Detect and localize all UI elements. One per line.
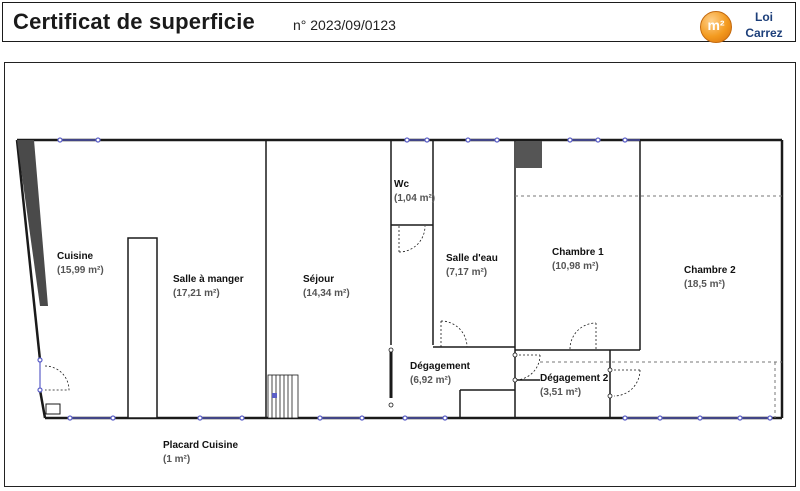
room-salle-a-manger: Salle à manger (17,21 m²) [173, 273, 244, 301]
certificate-header: Certificat de superficie n° 2023/09/0123… [2, 2, 796, 43]
law-label: Loi Carrez [741, 9, 787, 41]
room-name: Cuisine [57, 251, 94, 262]
room-area: (10,98 m²) [552, 261, 599, 272]
interior-walls [265, 140, 641, 418]
room-name: Wc [394, 179, 409, 190]
room-name: Salle d'eau [446, 253, 498, 264]
room-area: (6,92 m²) [410, 375, 452, 386]
certificate-number: n° 2023/09/0123 [293, 17, 396, 33]
room-name: Placard Cuisine [163, 440, 239, 451]
stairs-marker [272, 393, 277, 398]
room-degagement-2: Dégagement 2 (3,51 m²) [540, 372, 608, 400]
floor-plan-frame [4, 62, 796, 487]
room-area: (3,51 m²) [540, 387, 582, 398]
pillar [127, 237, 158, 419]
room-area: (7,17 m²) [446, 267, 488, 278]
room-area: (17,21 m²) [173, 288, 220, 299]
room-chambre-2: Chambre 2 (18,5 m²) [684, 264, 736, 292]
room-degagement: Dégagement (6,92 m²) [410, 360, 470, 388]
windows [37, 137, 773, 421]
room-name: Salle à manger [173, 274, 244, 285]
room-area: (1,04 m²) [394, 193, 436, 204]
room-chambre-1: Chambre 1 (10,98 m²) [552, 246, 604, 274]
room-cuisine: Cuisine (15,99 m²) [57, 250, 104, 278]
room-area: (18,5 m²) [684, 279, 726, 290]
room-name: Séjour [303, 274, 335, 285]
room-placard-cuisine: Placard Cuisine (1 m²) [163, 439, 238, 467]
dashed-height-lines [515, 195, 782, 418]
law-label-line1: Loi [755, 10, 773, 24]
duct [516, 141, 542, 168]
page-title: Certificat de superficie [13, 9, 255, 34]
room-name: Dégagement 2 [540, 373, 609, 384]
room-name: Chambre 1 [552, 247, 604, 258]
door-hinges [388, 347, 613, 408]
room-wc: Wc (1,04 m²) [394, 178, 435, 206]
room-sejour: Séjour (14,34 m²) [303, 273, 350, 301]
room-area: (14,34 m²) [303, 288, 350, 299]
doors [44, 225, 641, 397]
m2-logo-icon: m² [700, 11, 732, 43]
law-label-line2: Carrez [745, 26, 783, 40]
cuisine-step [45, 403, 61, 415]
room-name: Chambre 2 [684, 265, 736, 276]
room-area: (15,99 m²) [57, 265, 104, 276]
room-area: (1 m²) [163, 454, 191, 465]
room-name: Dégagement [410, 361, 471, 372]
room-salle-deau: Salle d'eau (7,17 m²) [446, 252, 498, 280]
badge-label: m² [707, 17, 725, 33]
slanted-wall [17, 140, 48, 306]
